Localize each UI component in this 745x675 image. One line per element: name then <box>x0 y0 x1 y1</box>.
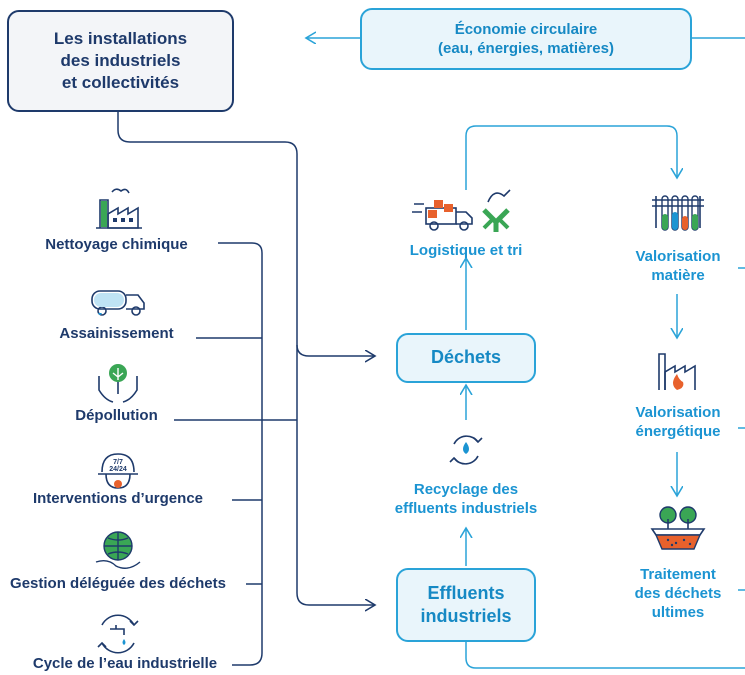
svg-text:24/24: 24/24 <box>109 466 127 473</box>
services-bracket <box>218 242 263 666</box>
dechets-box: Déchets <box>396 333 536 383</box>
circular-economy-box: Économie circulaire (eau, énergies, mati… <box>360 8 692 70</box>
tanker-truck-icon <box>91 290 145 316</box>
worker-helmet-icon: 7/7 24/24 <box>98 453 138 489</box>
line-logistics-to-matiere <box>465 125 677 190</box>
traitement-dechets-ultimes-label: Traitement des déchets ultimes <box>634 566 722 621</box>
factory-icon <box>96 188 142 229</box>
line-source-to-dechets <box>117 110 375 356</box>
water-recycle-icon <box>449 435 483 465</box>
line-to-effluents <box>296 345 375 605</box>
source-installations-box: Les installations des industriels et col… <box>7 10 234 112</box>
service-depollution: Dépollution <box>75 407 158 424</box>
logistics-sorting-label: Logistique et tri <box>409 242 523 259</box>
service-assainissement: Assainissement <box>59 325 174 342</box>
logistics-truck-sort-icon <box>412 189 511 232</box>
valorisation-matiere-label: Valorisation matière <box>635 248 721 284</box>
energy-factory-flame-icon <box>658 353 696 390</box>
hands-plant-icon <box>98 364 138 403</box>
service-nettoyage-chimique: Nettoyage chimique <box>45 236 188 253</box>
service-cycle-eau: Cycle de l’eau industrielle <box>32 655 218 672</box>
valorisation-energetique-label: Valorisation énergétique <box>635 404 721 440</box>
line-effluents-bottom <box>465 642 745 669</box>
svg-text:7/7: 7/7 <box>113 459 123 466</box>
recycling-effluents-label: Recyclage des effluents industriels <box>394 481 538 517</box>
service-interventions-urgence: Interventions d’urgence <box>32 490 204 507</box>
service-gestion-dechets: Gestion déléguée des déchets <box>10 575 226 592</box>
effluents-box: Effluents industriels <box>396 568 536 642</box>
test-tubes-icon <box>652 195 704 231</box>
water-tap-cycle-icon <box>97 614 139 654</box>
soil-trees-icon <box>650 506 706 550</box>
hand-globe-icon <box>95 531 141 569</box>
